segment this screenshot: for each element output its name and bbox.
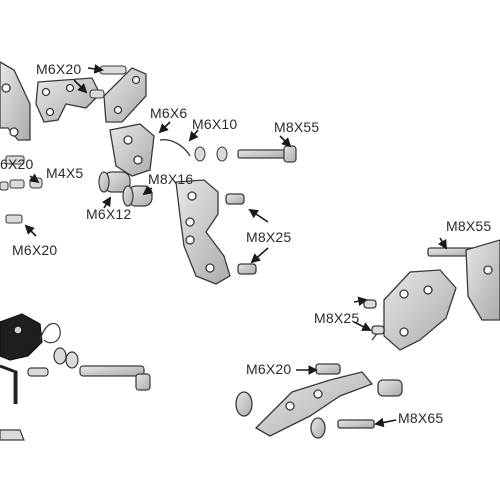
top-screws xyxy=(89,65,228,162)
label-m8x55-top: M8X55 xyxy=(274,119,320,135)
label-m6x10: M6X10 xyxy=(192,116,238,132)
top-left-bracket xyxy=(0,61,31,141)
label-m6x12: M6X12 xyxy=(86,206,132,222)
label-m6x20-bottom: M6X20 xyxy=(246,361,292,377)
right-rearset-assembly xyxy=(363,239,500,351)
label-m8x16: M8X16 xyxy=(148,171,194,187)
center-mount-bracket xyxy=(109,123,191,177)
middle-rearset-plate xyxy=(175,179,257,285)
label-m8x25-mid: M8X25 xyxy=(246,229,292,245)
label-m4x5: M4X5 xyxy=(46,165,84,181)
label-m6x20-left-bottom: M6X20 xyxy=(12,242,58,258)
shifter-assembly-left xyxy=(0,313,151,441)
label-m6x20-left-cut: 6X20 xyxy=(0,156,34,172)
label-m8x25-right: M8X25 xyxy=(314,310,360,326)
label-m6x6: M6X6 xyxy=(150,105,188,121)
bottom-shifter-linkage xyxy=(235,363,403,439)
label-m8x65: M8X65 xyxy=(398,410,444,426)
label-m6x20-top: M6X20 xyxy=(36,61,82,77)
leader-arrows xyxy=(24,64,447,428)
peg-cylinders xyxy=(98,171,153,207)
bolt-m8x55-top xyxy=(237,145,297,163)
label-m8x55-right: M8X55 xyxy=(446,218,492,234)
